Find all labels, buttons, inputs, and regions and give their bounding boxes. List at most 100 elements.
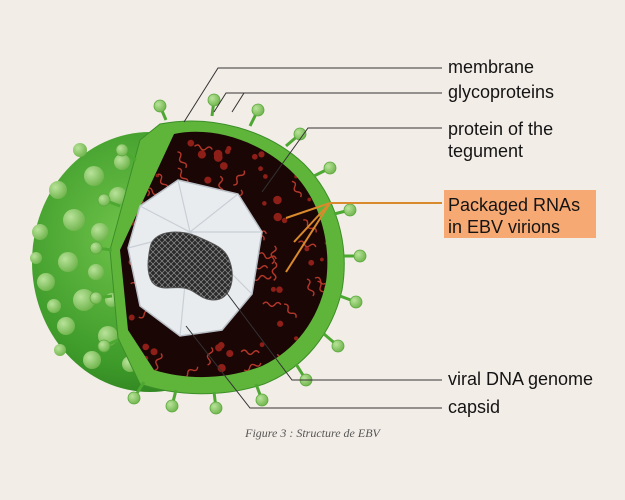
rna-strand: [258, 252, 277, 260]
tegument-protein: [213, 149, 223, 159]
leader-glyco-1: [213, 92, 442, 113]
leader-membrane: [183, 67, 442, 123]
surface-knob: [114, 154, 130, 170]
rna-strand: [252, 274, 272, 281]
surface-knob: [109, 187, 127, 205]
rna-strand: [291, 180, 302, 198]
glycoprotein-head: [97, 193, 111, 207]
tegument-protein: [273, 212, 282, 222]
tegument-protein: [142, 343, 150, 351]
surface-knob: [58, 252, 78, 272]
tegument-protein: [259, 342, 265, 348]
surface-knob: [63, 209, 85, 231]
rna-strand: [271, 261, 278, 281]
glycoprotein-spikes: [89, 93, 367, 415]
leader-capsid: [185, 325, 442, 409]
leader-dna: [225, 291, 442, 381]
surface-knob: [83, 351, 101, 369]
rna-strand: [298, 240, 317, 248]
label-packaged-rnas: Packaged RNAs in EBV virions: [444, 190, 596, 238]
figure-caption: Figure 3 : Structure de EBV: [245, 426, 380, 440]
tegument-protein: [219, 162, 228, 170]
glycoprotein-head: [349, 295, 363, 309]
glycoprotein-head: [251, 103, 265, 117]
surface-knob: [57, 317, 75, 335]
rna-strand: [243, 362, 262, 372]
surface-knob: [88, 264, 104, 280]
tegument-protein: [217, 363, 226, 373]
tegument-protein: [273, 195, 282, 205]
leader-tegument: [261, 127, 442, 193]
glycoprotein-head: [343, 203, 357, 217]
tegument-protein: [320, 257, 324, 262]
tegument-protein: [307, 197, 312, 202]
glycoprotein-head: [255, 393, 269, 407]
rna-strand: [233, 170, 246, 186]
tegument-protein: [128, 314, 135, 321]
rna-strand: [314, 276, 328, 286]
glycoprotein-head: [293, 127, 307, 141]
surface-knob: [73, 289, 95, 311]
glycoprotein-head: [207, 93, 221, 107]
tegument-protein: [150, 348, 158, 356]
tegument-protein: [258, 151, 265, 158]
tegument-protein: [308, 259, 315, 266]
rna-strand: [154, 353, 163, 371]
label-capsid: capsid: [448, 397, 501, 417]
glycoprotein-head: [97, 339, 111, 353]
tegument-protein: [197, 150, 206, 159]
glycoprotein-head: [89, 241, 103, 255]
rna-strand: [206, 346, 214, 366]
rna-leader-lines: [285, 202, 442, 273]
rna-strand: [177, 167, 189, 184]
glycoprotein-head: [353, 249, 367, 263]
label-membrane: membrane: [448, 57, 535, 77]
surface-knob: [49, 181, 67, 199]
tegument-protein: [270, 286, 276, 292]
rna-strand: [262, 301, 282, 308]
tegument-protein: [293, 336, 299, 341]
rna-strand: [306, 278, 315, 297]
tegument-protein: [251, 153, 258, 160]
leader-lines: [183, 67, 442, 409]
rna-strand: [270, 245, 277, 265]
tegument-protein: [187, 139, 195, 147]
glycoprotein-head: [89, 291, 103, 305]
surface-knob: [91, 223, 109, 241]
rna-strand: [193, 144, 213, 151]
tegument-protein: [319, 354, 328, 363]
tegument-protein: [304, 246, 310, 252]
rna-strand: [177, 151, 188, 169]
surface-knob: [73, 143, 87, 157]
tegument-protein: [276, 286, 283, 293]
tegument-protein: [277, 320, 284, 327]
label-viral-dna-genome: viral DNA genome: [448, 369, 594, 389]
viral-dna-genome: [147, 231, 233, 301]
glycoprotein-head: [153, 99, 167, 113]
surface-knob: [32, 224, 48, 240]
glycoprotein-head: [127, 391, 141, 405]
surface-knob: [37, 273, 55, 291]
rna-strand: [284, 303, 297, 318]
rna-strand: [240, 349, 260, 356]
tegument-protein: [262, 201, 267, 206]
glycoprotein-head: [165, 399, 179, 413]
tegument-protein: [215, 344, 223, 352]
leader-glyco-2: [231, 92, 442, 113]
surface-knob: [30, 252, 42, 264]
glycoprotein-head: [115, 143, 129, 157]
surface-knob: [54, 344, 66, 356]
surface-knobs: [30, 143, 138, 372]
glycoprotein-head: [209, 401, 223, 415]
label-tegument-protein: protein of the tegument: [448, 119, 554, 161]
tegument-protein: [258, 166, 263, 172]
glycoprotein-head: [331, 339, 345, 353]
tegument-protein: [281, 217, 288, 224]
surface-knob: [47, 299, 61, 313]
tegument-protein: [263, 174, 268, 179]
tegument-protein: [204, 176, 212, 184]
label-glycoproteins: glycoproteins: [448, 82, 555, 102]
surface-knob: [84, 166, 104, 186]
